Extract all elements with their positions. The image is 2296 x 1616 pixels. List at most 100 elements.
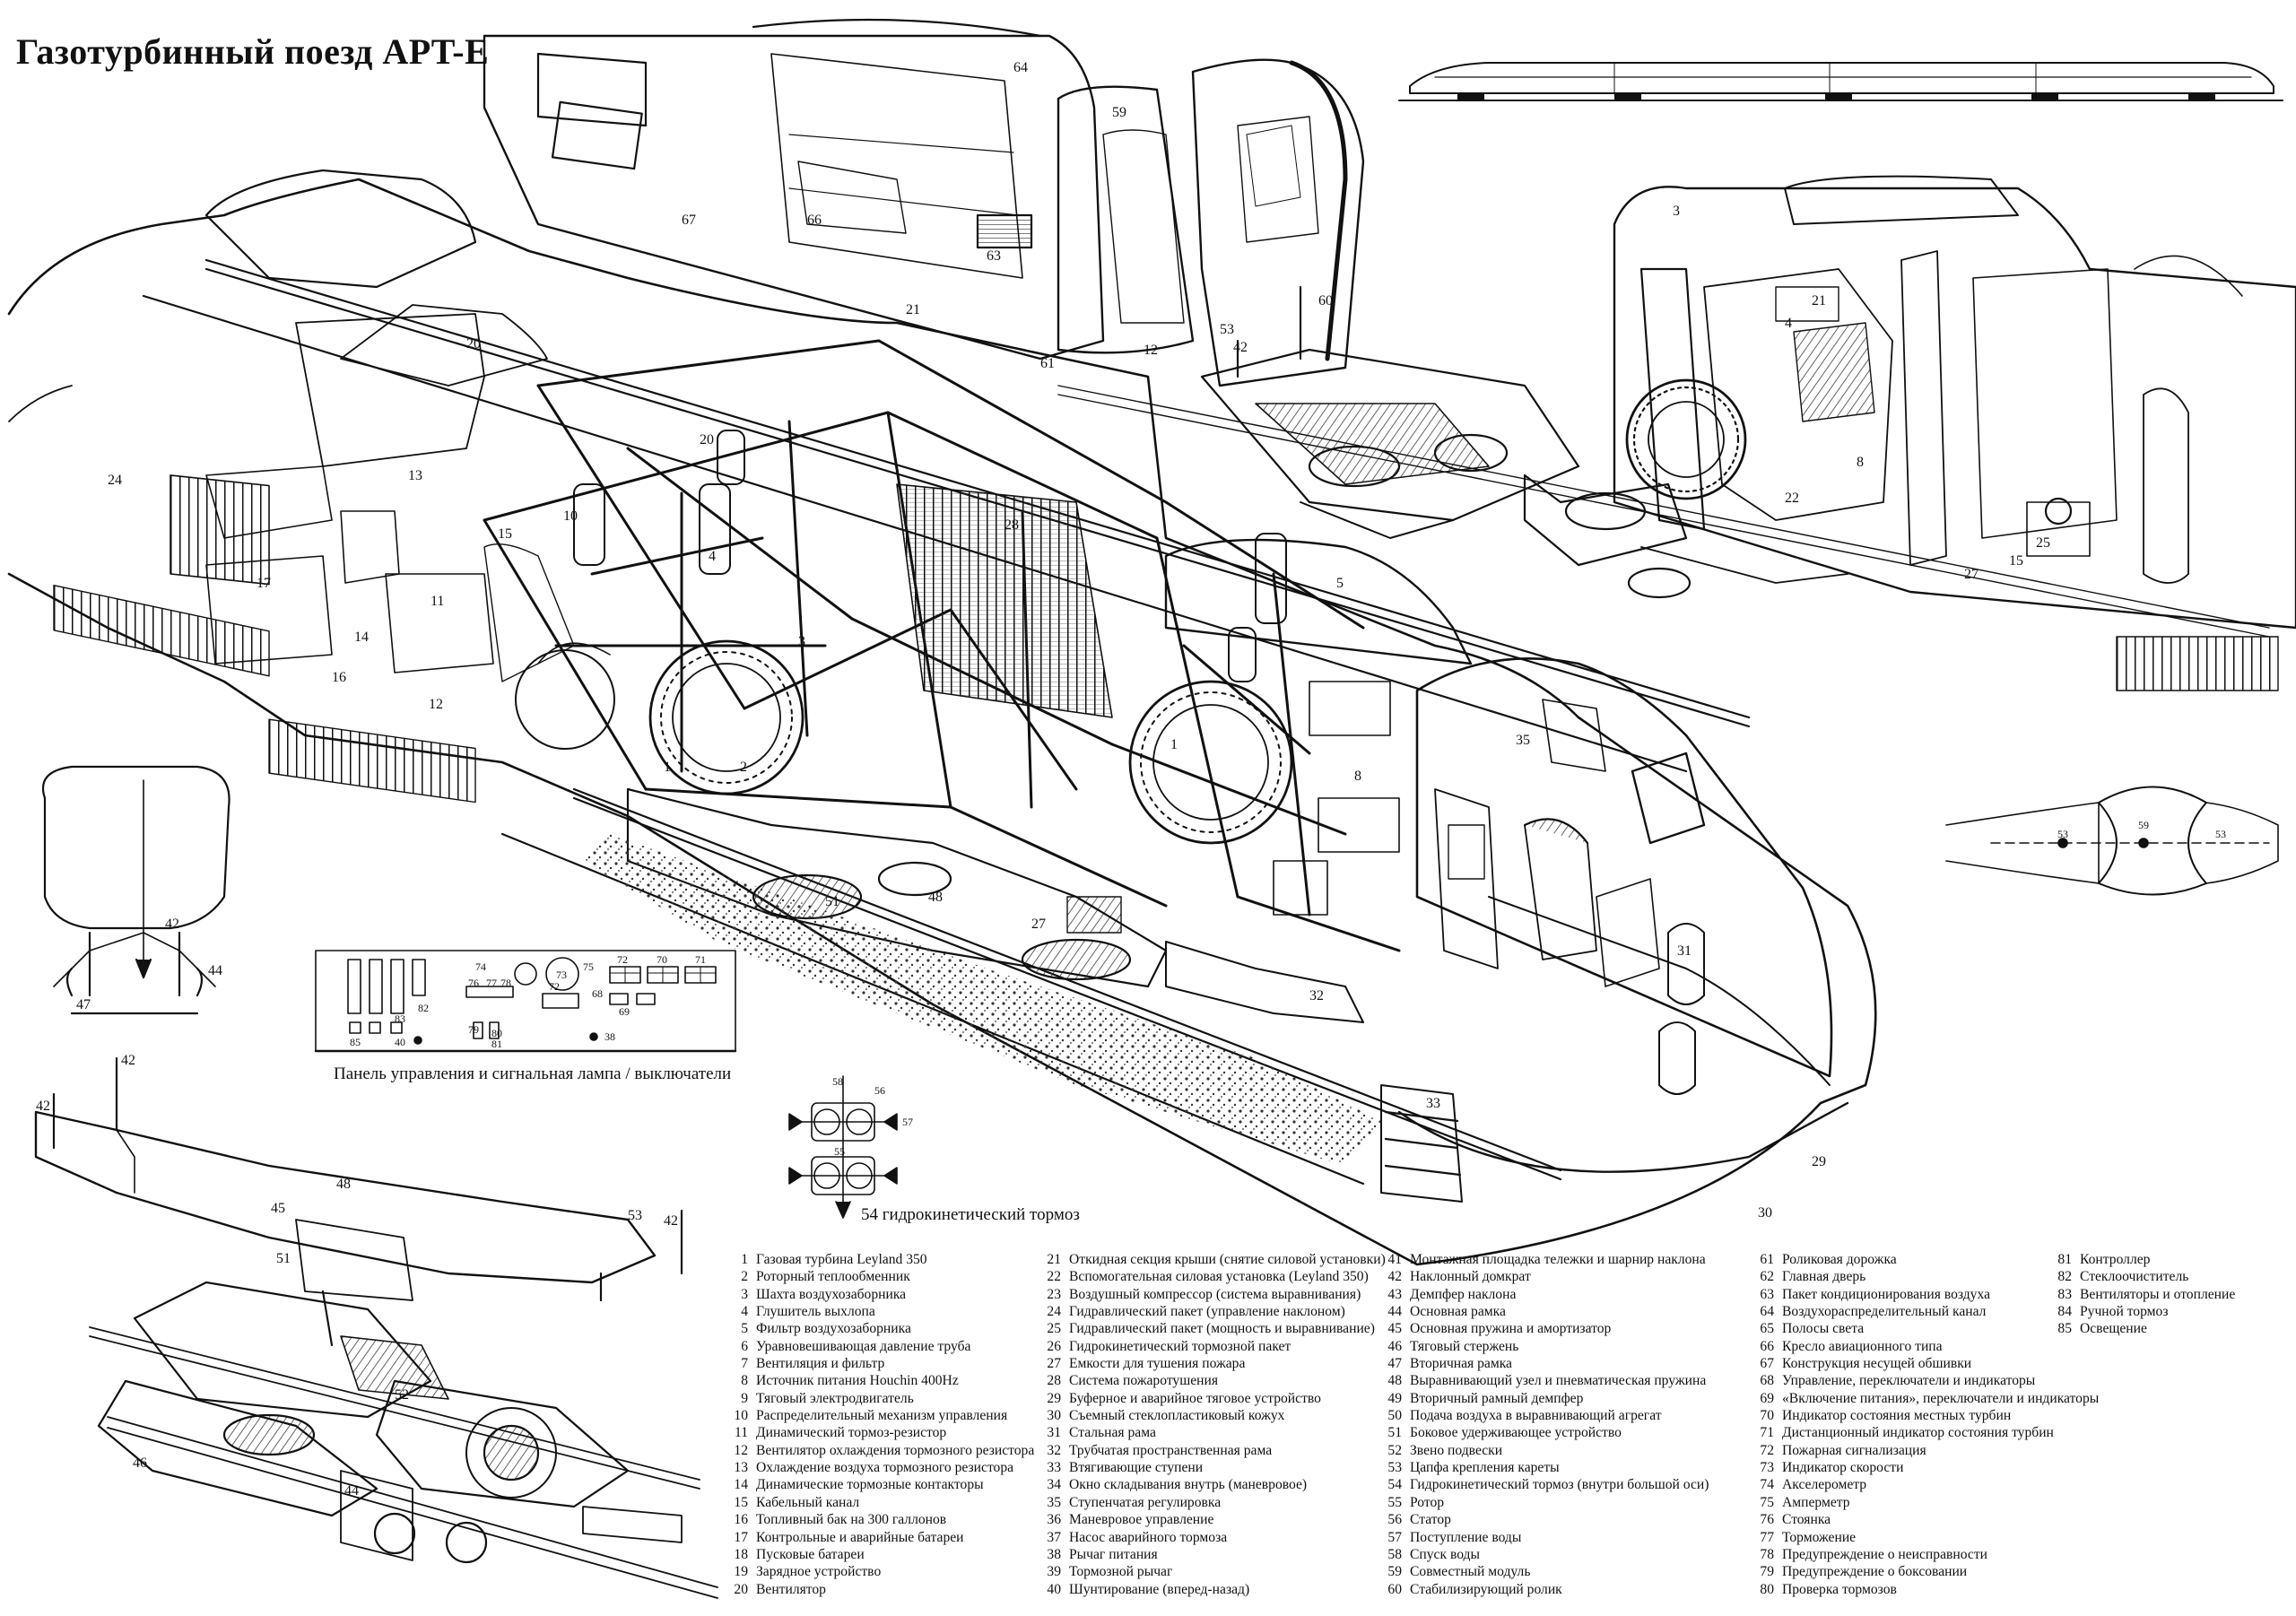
label-20b: 20 (700, 432, 714, 447)
label-53c: 53 (2057, 828, 2068, 840)
label-72b: 72 (617, 953, 628, 966)
label-48a: 48 (928, 890, 943, 905)
control-panel-caption: Панель управления и сигнальная лампа / в… (334, 1064, 732, 1083)
main-power-car (7, 169, 1877, 1266)
label-20a: 20 (466, 336, 481, 352)
label-53a: 53 (1220, 322, 1234, 337)
label-2: 2 (740, 760, 747, 775)
label-30: 30 (1758, 1205, 1772, 1221)
label-44a: 44 (208, 963, 222, 978)
label-67: 67 (682, 213, 696, 228)
label-53b: 53 (628, 1208, 642, 1223)
label-82: 82 (418, 1002, 429, 1014)
ballast (583, 834, 1381, 1166)
label-75: 75 (583, 960, 594, 973)
label-63: 63 (987, 248, 1001, 264)
label-38: 38 (604, 1030, 615, 1043)
label-44b: 44 (344, 1483, 359, 1499)
label-51b: 51 (276, 1251, 291, 1266)
label-4b: 4 (709, 549, 716, 564)
label-53d: 53 (2215, 828, 2226, 840)
label-15a: 15 (2009, 553, 2023, 569)
label-15b: 15 (498, 526, 512, 542)
legend-item: 69«Включение питания», переключатели и и… (1760, 1390, 2100, 1406)
label-78: 78 (500, 977, 511, 989)
label-85: 85 (350, 1036, 361, 1048)
label-5: 5 (1336, 576, 1344, 591)
label-11: 11 (430, 594, 444, 609)
brake-caption: гидрокинетический тормоз (882, 1205, 1080, 1224)
label-13: 13 (408, 468, 422, 483)
label-21a: 21 (1812, 293, 1826, 308)
label-8a: 8 (1857, 455, 1864, 470)
label-22: 22 (1785, 491, 1799, 506)
label-27: 27 (1964, 567, 1979, 582)
label-42a: 42 (1233, 340, 1248, 355)
label-56: 56 (874, 1084, 885, 1097)
label-33: 33 (1426, 1096, 1440, 1111)
part-number-labels: 59 67 66 63 64 12 61 60 53 42 3 4 21 22 … (36, 60, 2226, 1499)
label-32: 32 (1309, 988, 1324, 1003)
label-10: 10 (563, 508, 578, 524)
label-14: 14 (354, 630, 369, 645)
label-42c: 42 (121, 1053, 135, 1068)
label-40: 40 (395, 1036, 405, 1048)
label-60: 60 (1318, 293, 1333, 308)
label-66: 66 (807, 213, 822, 228)
page-title: Газотурбинный поезд APT-E (16, 31, 490, 72)
label-55: 55 (834, 1145, 845, 1158)
label-80: 80 (491, 1027, 502, 1039)
label-64: 64 (1013, 60, 1028, 75)
label-81: 81 (491, 1038, 502, 1050)
label-1b: 1 (1170, 737, 1178, 752)
train-side-view (1398, 62, 2283, 101)
